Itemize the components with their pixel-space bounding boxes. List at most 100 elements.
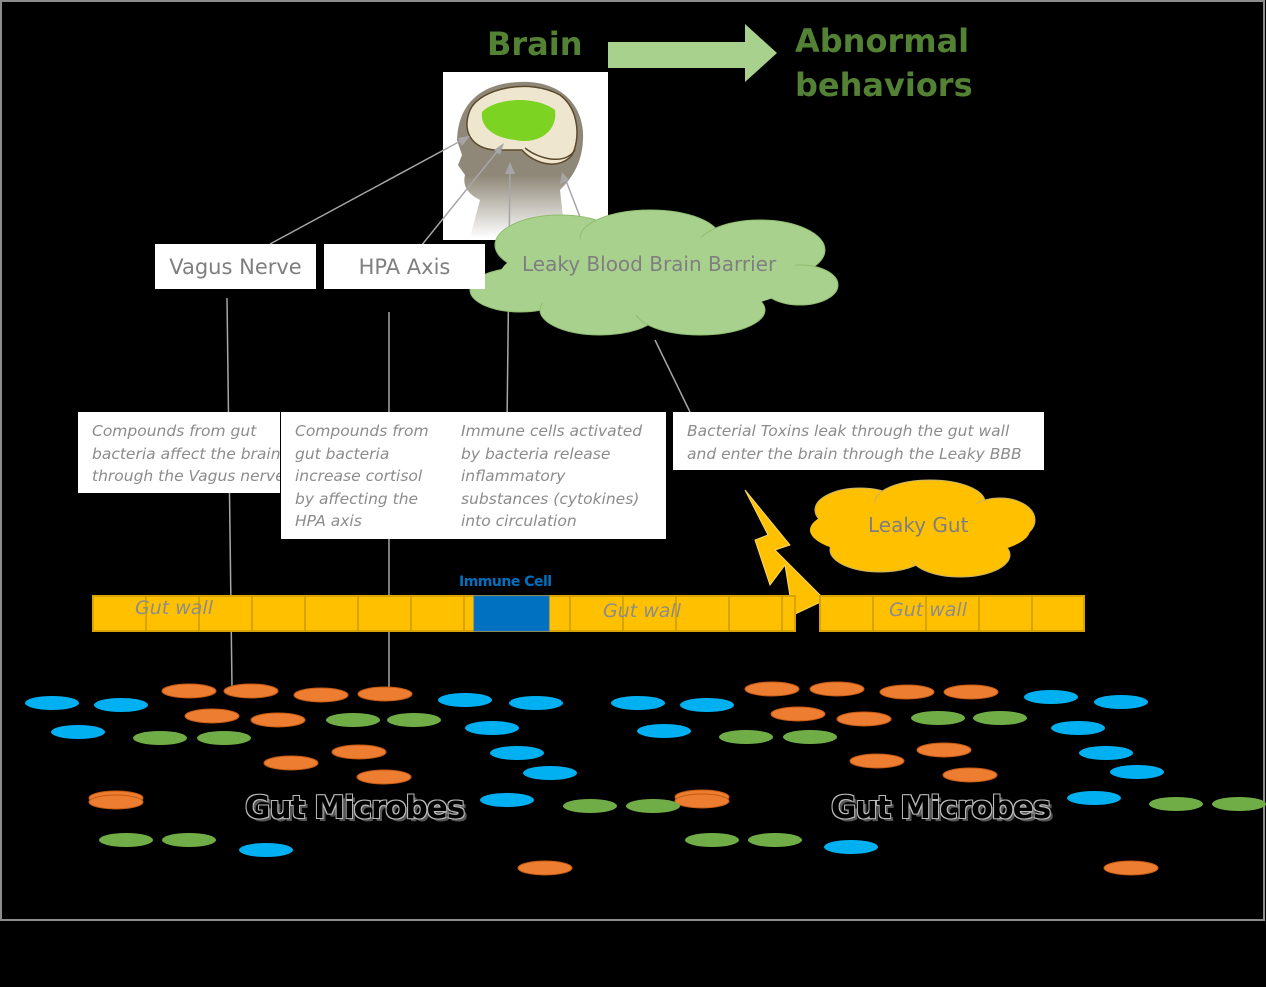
blue-microbe	[680, 698, 734, 712]
blue-microbe	[611, 696, 665, 710]
blue-microbe	[480, 793, 534, 807]
blue-microbe	[438, 693, 492, 707]
desc-line: Compounds from	[295, 422, 429, 440]
outcome-line: Abnormal	[795, 22, 970, 60]
desc-line: by bacteria release	[461, 444, 611, 463]
blue-microbe	[637, 724, 691, 738]
orange-microbe	[331, 744, 387, 760]
orange-microbe	[223, 683, 279, 699]
orange-microbe	[943, 684, 999, 700]
gut-microbes-label: Gut Microbes	[245, 790, 465, 826]
frame-border	[0, 0, 1265, 921]
blue-microbe	[523, 766, 577, 780]
hpa-axis-label: HPA Axis	[324, 244, 485, 289]
orange-microbe	[770, 706, 826, 722]
hpa-description: Compounds from gut bacteria increase cor…	[281, 412, 447, 539]
immune-description: Immune cells activated by bacteria relea…	[447, 412, 666, 539]
blue-microbe	[51, 725, 105, 739]
blue-microbe	[824, 840, 878, 854]
green-microbe	[326, 713, 380, 727]
desc-line: bacteria affect the brain	[92, 444, 280, 463]
green-microbe	[387, 713, 441, 727]
brain-head-image	[443, 72, 608, 240]
blue-microbe	[1024, 690, 1078, 704]
orange-microbe	[88, 794, 144, 810]
vagus-nerve-label: Vagus Nerve	[155, 244, 316, 289]
orange-microbe	[674, 793, 730, 809]
desc-line: and enter the brain through the Leaky BB…	[687, 444, 1022, 463]
blue-microbe	[509, 696, 563, 710]
desc-line: through the Vagus nerve	[92, 467, 280, 485]
lightning-bolt-icon	[744, 489, 826, 616]
orange-microbe	[184, 708, 240, 724]
orange-microbe	[250, 712, 306, 728]
orange-microbe	[356, 769, 412, 785]
orange-microbe	[849, 753, 905, 769]
gut-microbes-label: Gut Microbes	[831, 790, 1051, 826]
blue-microbe	[1094, 695, 1148, 709]
orange-microbe	[942, 767, 998, 783]
blue-microbe	[25, 696, 79, 710]
orange-microbe	[517, 860, 573, 876]
orange-microbe	[916, 742, 972, 758]
orange-microbe	[161, 683, 217, 699]
orange-microbe	[293, 687, 349, 703]
green-microbe	[748, 833, 802, 847]
gut-wall-label: Gut wall	[603, 600, 681, 622]
leaky-gut-label: Leaky Gut	[868, 513, 969, 537]
toxins-description: Bacterial Toxins leak through the gut wa…	[673, 412, 1044, 470]
gut-wall-label: Gut wall	[889, 599, 967, 621]
leaky-bbb-cloud	[469, 209, 839, 336]
green-microbe	[1149, 797, 1203, 811]
blue-microbe	[1051, 721, 1105, 735]
orange-microbe	[809, 681, 865, 697]
desc-line: HPA axis	[295, 512, 362, 530]
arrow-right-icon	[608, 24, 777, 82]
desc-line: Immune cells activated	[461, 422, 643, 440]
green-microbe	[911, 711, 965, 725]
outcome-title: Abnormal behaviors	[795, 19, 973, 107]
gut-wall-bars	[92, 595, 1085, 632]
green-microbe	[685, 833, 739, 847]
green-microbe	[1212, 797, 1266, 811]
gut-wall-label: Gut wall	[135, 597, 213, 619]
orange-microbe	[263, 755, 319, 771]
green-microbe	[162, 833, 216, 847]
vagus-description: Compounds from gut bacteria affect the b…	[78, 412, 280, 493]
outcome-line: behaviors	[795, 66, 973, 104]
green-microbe	[99, 833, 153, 847]
orange-microbe	[879, 684, 935, 700]
green-microbe	[563, 799, 617, 813]
arrowheads	[458, 136, 569, 184]
orange-microbe	[1103, 860, 1159, 876]
green-microbe	[973, 711, 1027, 725]
brain-title: Brain	[487, 25, 583, 63]
green-microbe	[783, 730, 837, 744]
blue-microbe	[1110, 765, 1164, 779]
blue-microbe	[239, 843, 293, 857]
green-microbe	[626, 799, 680, 813]
gut-microbes-group	[25, 681, 1266, 876]
gut-wall-bar	[92, 595, 796, 632]
desc-line: substances (cytokines)	[461, 489, 640, 508]
desc-line: increase cortisol	[295, 467, 423, 485]
orange-microbe	[836, 711, 892, 727]
immune-cell-label: Immune Cell	[459, 574, 552, 590]
green-microbe	[133, 731, 187, 745]
green-microbe	[719, 730, 773, 744]
immune-cell	[473, 595, 550, 632]
orange-microbe	[744, 681, 800, 697]
blue-microbe	[465, 721, 519, 735]
desc-line: inflammatory	[461, 467, 566, 485]
blue-microbe	[94, 698, 148, 712]
desc-line: into circulation	[461, 512, 577, 530]
blue-microbe	[490, 746, 544, 760]
bbb-label: Leaky Blood Brain Barrier	[522, 252, 777, 276]
orange-microbe	[357, 686, 413, 702]
desc-line: Compounds from gut	[92, 422, 257, 440]
green-microbe	[197, 731, 251, 745]
blue-microbe	[1079, 746, 1133, 760]
desc-line: by affecting the	[295, 489, 419, 508]
desc-line: Bacterial Toxins leak through the gut wa…	[687, 422, 1010, 440]
